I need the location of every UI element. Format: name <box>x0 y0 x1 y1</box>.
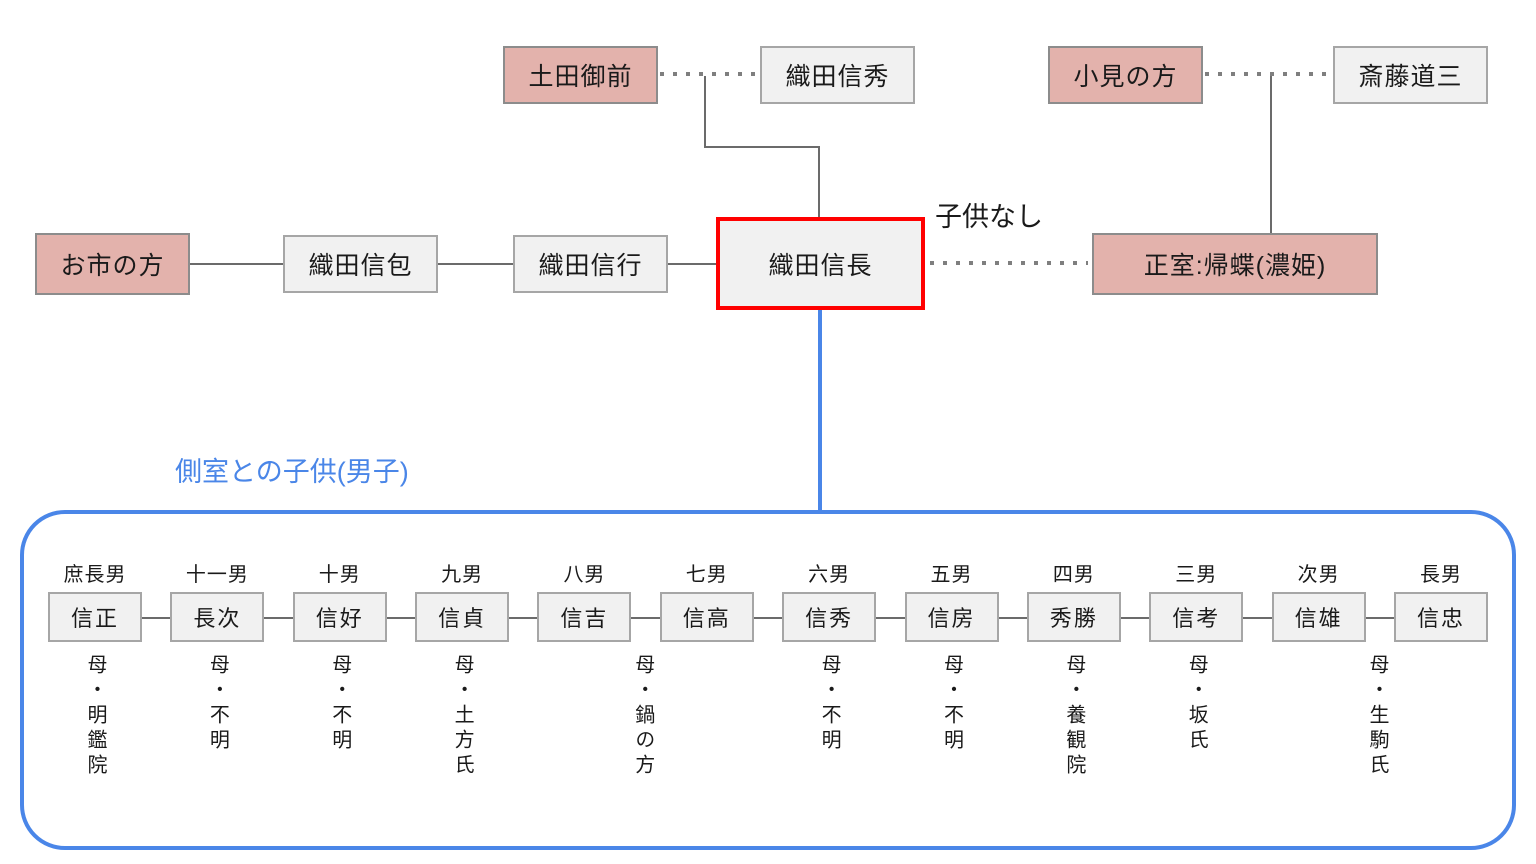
node-oda-nobunaga-highlighted: 織田信長 <box>716 217 925 310</box>
child-mother-label: 母・明鑑院 <box>84 654 106 779</box>
child-birth-order-label: 九男 <box>441 564 484 586</box>
marriage-dotted-line-maternal <box>1205 72 1333 76</box>
child-mother-label: 母・土方氏 <box>451 654 474 779</box>
parent-connector-vertical-1 <box>704 76 706 147</box>
child-birth-order-label: 庶長男 <box>63 564 127 586</box>
child-birth-order-label: 十男 <box>318 564 361 586</box>
child-column: 九男 信貞 母・土方氏 <box>415 558 510 779</box>
child-name-box: 信房 <box>904 592 999 642</box>
child-column: 七男 信高 母・鍋の方 <box>632 558 754 779</box>
sibling-line-2 <box>438 263 513 265</box>
node-oichi-no-kata: お市の方 <box>35 233 190 295</box>
child-birth-order-label: 八男 <box>563 564 606 586</box>
child-birth-order-label: 四男 <box>1052 564 1095 586</box>
child-column: 六男 信秀 母・不明 <box>782 558 877 779</box>
marriage-dotted-line-nobunaga <box>930 261 1088 265</box>
child-name-box: 長次 <box>170 592 265 642</box>
child-name-box: 信高 <box>659 592 754 642</box>
child-birth-order-label: 七男 <box>685 564 728 586</box>
child-birth-order-label: 三男 <box>1175 564 1218 586</box>
child-name-box: 信忠 <box>1393 592 1488 642</box>
child-mother-label: 母・坂氏 <box>1185 654 1208 754</box>
node-oda-nobukane: 織田信包 <box>283 235 438 293</box>
parent-connector-vertical-2 <box>818 146 820 217</box>
child-mother-label: 母・養観院 <box>1062 654 1085 779</box>
sibling-line-1 <box>190 263 283 265</box>
child-mother-label: 母・不明 <box>328 654 351 754</box>
parent-connector-horizontal <box>704 146 820 148</box>
child-column: 八男 信吉 <box>537 558 632 779</box>
child-mother-label: 母・不明 <box>206 654 229 754</box>
concubine-children-title: 側室との子供(男子) <box>175 457 409 487</box>
child-name-box: 信好 <box>292 592 387 642</box>
child-column: 長男 信忠 母・生駒氏 <box>1366 558 1488 779</box>
wife-parent-connector-vertical <box>1270 76 1272 233</box>
child-birth-order-label: 五男 <box>930 564 973 586</box>
marriage-dotted-line-paternal <box>660 72 760 76</box>
child-column: 庶長男 信正 母・明鑑院 <box>48 558 142 779</box>
node-oda-nobuyuki: 織田信行 <box>513 235 668 293</box>
children-panel: 庶長男 信正 母・明鑑院 十一男 長次 母・不明 十男 信好 母・不明 九男 信… <box>20 510 1516 850</box>
child-name-box: 信正 <box>48 592 142 642</box>
child-column: 三男 信考 母・坂氏 <box>1149 558 1244 779</box>
child-birth-order-label: 長男 <box>1419 564 1462 586</box>
child-name-box: 信考 <box>1149 592 1244 642</box>
node-tsuchida-gozen: 土田御前 <box>503 46 658 104</box>
node-oda-nobuhide: 織田信秀 <box>760 46 915 104</box>
node-omi-no-kata: 小見の方 <box>1048 46 1203 104</box>
child-name-box: 信貞 <box>415 592 510 642</box>
no-children-label: 子供なし <box>935 202 1043 232</box>
child-mother-label: 母・生駒氏 <box>1365 654 1388 779</box>
node-saito-dosan: 斎藤道三 <box>1333 46 1488 104</box>
child-column: 次男 信雄 <box>1271 558 1366 779</box>
child-birth-order-label: 十一男 <box>185 564 249 586</box>
child-column: 四男 秀勝 母・養観院 <box>1026 558 1121 779</box>
children-row: 庶長男 信正 母・明鑑院 十一男 長次 母・不明 十男 信好 母・不明 九男 信… <box>48 558 1488 779</box>
child-name-box: 信秀 <box>782 592 877 642</box>
child-birth-order-label: 六男 <box>808 564 851 586</box>
child-name-box: 信雄 <box>1271 592 1366 642</box>
child-mother-label: 母・不明 <box>940 654 963 754</box>
child-column: 十男 信好 母・不明 <box>292 558 387 779</box>
child-mother-label: 母・鍋の方 <box>631 654 654 779</box>
child-birth-order-label: 次男 <box>1297 564 1340 586</box>
child-column: 五男 信房 母・不明 <box>904 558 999 779</box>
child-name-box: 秀勝 <box>1026 592 1121 642</box>
sibling-line-3 <box>668 263 716 265</box>
child-name-box: 信吉 <box>537 592 632 642</box>
children-connector-blue-line <box>818 310 822 512</box>
node-seishitsu-kicho-nohime: 正室:帰蝶(濃姫) <box>1092 233 1378 295</box>
child-column: 十一男 長次 母・不明 <box>170 558 265 779</box>
child-mother-label: 母・不明 <box>818 654 841 754</box>
